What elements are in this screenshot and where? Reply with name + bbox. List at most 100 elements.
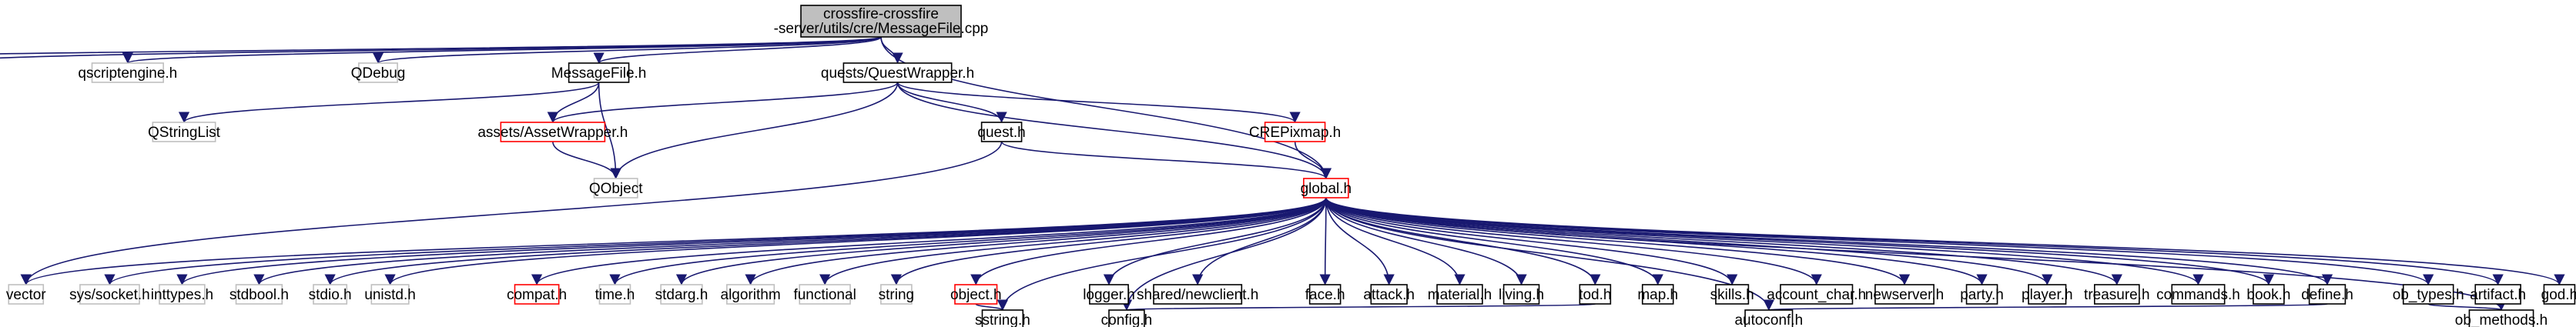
node-label: quest.h — [977, 125, 1025, 141]
node-box — [1303, 178, 1349, 199]
edges-layer — [0, 36, 2565, 311]
node-questwrapper[interactable]: quests/QuestWrapper.h — [821, 62, 974, 83]
node-face[interactable]: face.h — [1305, 284, 1345, 305]
node-box — [514, 284, 560, 305]
node-vector[interactable]: vector — [6, 284, 46, 305]
node-label: artifact.h — [2470, 287, 2526, 303]
node-crepixmap[interactable]: CREPixmap.h — [1249, 122, 1341, 142]
edge-global-to-sharednewclient — [1192, 197, 1327, 285]
node-box — [598, 284, 631, 305]
node-label: QStringList — [148, 125, 221, 141]
edge-root-to-qscriptengine — [122, 36, 882, 64]
node-qdebug[interactable]: QDebug — [351, 62, 406, 83]
node-algorithm[interactable]: algorithm — [721, 284, 781, 305]
node-material[interactable]: material.h — [1428, 284, 1492, 305]
edge-global-to-stdbool — [253, 197, 1327, 285]
node-global[interactable]: global.h — [1301, 178, 1352, 199]
node-label: attack.h — [1363, 287, 1415, 303]
node-inttypes[interactable]: inttypes.h — [151, 284, 213, 305]
node-box — [799, 284, 851, 305]
node-functional[interactable]: functional — [793, 284, 856, 305]
edge-questh-to-vector — [20, 141, 1003, 285]
node-label: assets/AssetWrapper.h — [477, 125, 628, 141]
node-tod[interactable]: tod.h — [1579, 284, 1611, 305]
node-box — [954, 284, 998, 305]
node-box — [1308, 284, 1342, 305]
node-label: treasure.h — [2084, 287, 2150, 303]
node-skills[interactable]: skills.h — [1710, 284, 1754, 305]
node-label: newserver.h — [1865, 287, 1944, 303]
node-stdarg[interactable]: stdarg.h — [655, 284, 708, 305]
node-book[interactable]: book.h — [2246, 284, 2290, 305]
node-label: define.h — [2301, 287, 2353, 303]
node-unistd[interactable]: unistd.h — [364, 284, 416, 305]
node-label: QDebug — [351, 65, 406, 82]
node-maph[interactable]: map.h — [1637, 284, 1678, 305]
node-label: object.h — [950, 287, 1002, 303]
node-attack[interactable]: attack.h — [1363, 284, 1415, 305]
node-objecth[interactable]: object.h — [950, 284, 1002, 305]
node-box — [2308, 284, 2347, 305]
node-label: sstring.h — [975, 312, 1030, 327]
node-stdbool[interactable]: stdbool.h — [229, 284, 289, 305]
node-player[interactable]: player.h — [2022, 284, 2073, 305]
node-qscriptengine[interactable]: qscriptengine.h — [78, 62, 177, 83]
node-living[interactable]: living.h — [1499, 284, 1544, 305]
node-box — [2474, 284, 2521, 305]
node-box — [2402, 284, 2454, 305]
node-stdio[interactable]: stdio.h — [309, 284, 352, 305]
node-label: material.h — [1428, 287, 1492, 303]
node-ob_methods[interactable]: ob_methods.h — [2455, 309, 2548, 327]
node-questh[interactable]: quest.h — [977, 122, 1026, 142]
node-syssocket[interactable]: sys/socket.h — [69, 284, 150, 305]
edge-global-to-define — [1325, 197, 2333, 285]
node-label: global.h — [1301, 181, 1352, 197]
node-party[interactable]: party.h — [1960, 284, 2004, 305]
node-box — [800, 5, 962, 38]
node-account_char[interactable]: account_char.h — [1767, 284, 1866, 305]
node-compat[interactable]: compat.h — [507, 284, 567, 305]
node-timeh[interactable]: time.h — [595, 284, 635, 305]
node-artifact[interactable]: artifact.h — [2470, 284, 2526, 305]
node-config[interactable]: config.h — [1101, 309, 1153, 327]
node-messagefile[interactable]: MessageFile.h — [551, 62, 647, 83]
edge-global-to-unistd — [384, 197, 1327, 285]
node-string[interactable]: string — [879, 284, 914, 305]
node-label: string — [879, 287, 914, 303]
node-label: ob_methods.h — [2455, 312, 2548, 327]
node-sstring[interactable]: sstring.h — [975, 309, 1030, 327]
node-qobject[interactable]: QObject — [589, 178, 643, 199]
edge-global-to-book — [1325, 197, 2274, 285]
node-box — [1436, 284, 1483, 305]
node-box — [1715, 284, 1750, 305]
node-logger[interactable]: logger.h — [1083, 284, 1135, 305]
node-box — [2171, 284, 2226, 305]
node-box — [1108, 309, 1145, 327]
edge-crepixmap-to-global — [1294, 141, 1332, 179]
node-treasure[interactable]: treasure.h — [2084, 284, 2150, 305]
node-root[interactable]: crossfire-crossfire-server/utils/cre/Mes… — [774, 5, 989, 38]
node-label: shared/newclient.h — [1137, 287, 1258, 303]
node-box — [500, 122, 606, 142]
node-box — [1089, 284, 1129, 305]
node-box — [2253, 284, 2285, 305]
node-box — [660, 284, 703, 305]
node-newserver[interactable]: newserver.h — [1865, 284, 1944, 305]
node-box — [2094, 284, 2140, 305]
node-commands[interactable]: commands.h — [2156, 284, 2240, 305]
edge-global-to-string — [890, 197, 1327, 285]
node-box — [880, 284, 913, 305]
node-autoconf[interactable]: autoconf.h — [1734, 309, 1803, 327]
node-ob_types[interactable]: ob_types.h — [2393, 284, 2464, 305]
node-box — [1502, 284, 1540, 305]
edge-tod-to-config — [1122, 299, 1596, 311]
node-box — [2468, 309, 2534, 327]
node-label: MessageFile.h — [551, 65, 647, 82]
node-label: qscriptengine.h — [78, 65, 177, 82]
node-define[interactable]: define.h — [2301, 284, 2353, 305]
node-sharednewclient[interactable]: shared/newclient.h — [1137, 284, 1258, 305]
node-qstringlist[interactable]: QStringList — [148, 122, 221, 142]
node-assetwrapper[interactable]: assets/AssetWrapper.h — [477, 122, 628, 142]
node-god[interactable]: god.h — [2541, 284, 2576, 305]
